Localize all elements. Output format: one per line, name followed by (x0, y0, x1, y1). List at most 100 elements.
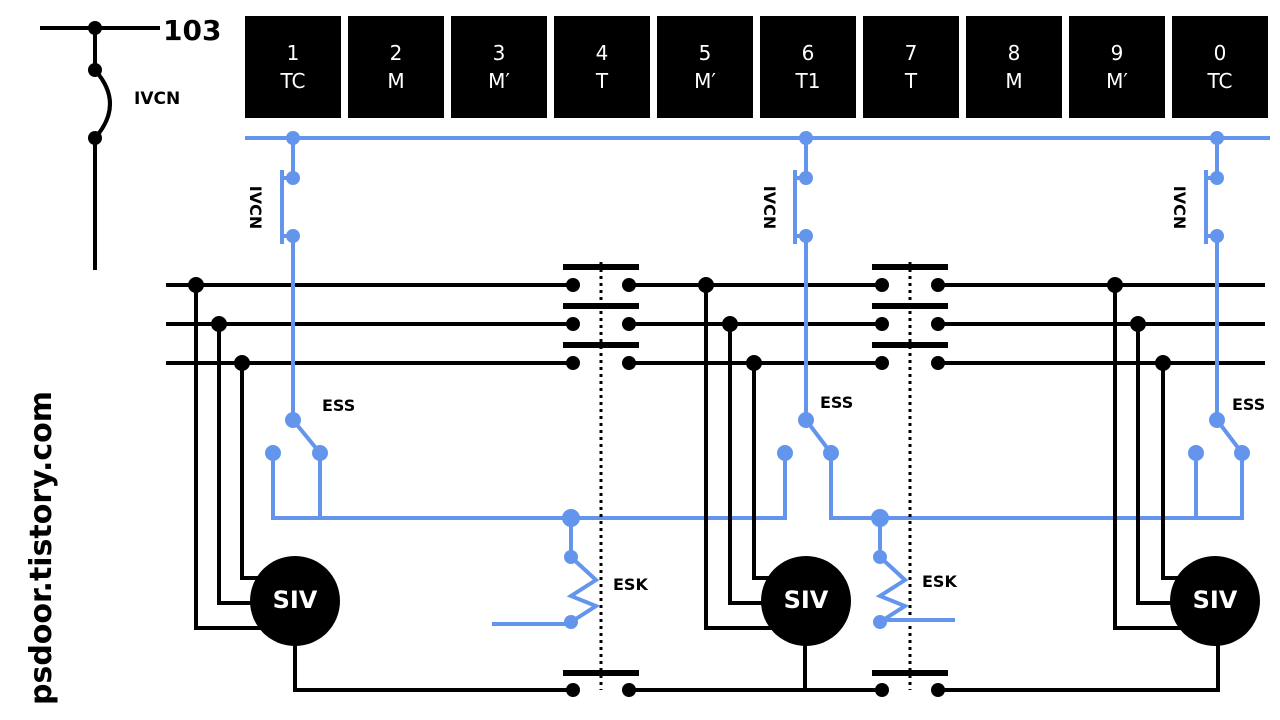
esk-coil (875, 555, 910, 624)
siv-circle (1170, 556, 1260, 646)
ivcn-node (286, 131, 300, 145)
car-coupler (492, 262, 639, 697)
car-type: M′ (488, 69, 510, 93)
bus-tap-node (746, 355, 762, 371)
power-buses (166, 283, 1265, 365)
coupler-contact (566, 356, 580, 370)
car-number: 8 (1007, 41, 1021, 65)
coupler-contact (622, 356, 636, 370)
coupler-contact (931, 317, 945, 331)
main-ivcn-label: IVCN (134, 89, 181, 109)
siv-circle (761, 556, 851, 646)
car-type: TC (280, 69, 306, 93)
bus-tap-node (234, 355, 250, 371)
car-number: 6 (801, 41, 815, 65)
ess-contact (777, 445, 793, 461)
car-type: T (595, 69, 609, 93)
car-type: T (904, 69, 918, 93)
bus-tap-node (698, 277, 714, 293)
coupler-contact (875, 278, 889, 292)
bus-tap-node (1155, 355, 1171, 371)
main-ivcn-switch (40, 26, 160, 270)
siv-unit (1107, 131, 1260, 646)
main-switch-node (88, 21, 102, 35)
esk-coil (566, 555, 601, 624)
watermark-text: psdoor.tistory.com (24, 390, 59, 705)
main-switch-contact (88, 131, 102, 145)
coupler-contact (931, 356, 945, 370)
esk-label: ESK (922, 572, 957, 591)
siv-unit (188, 131, 340, 646)
bus-tap-node (1107, 277, 1123, 293)
ess-contact (312, 445, 328, 461)
car-type: M (387, 69, 405, 93)
ivcn-node (1210, 229, 1224, 243)
bus-tap-node (211, 316, 227, 332)
ivcn-node (286, 229, 300, 243)
coupler-contact (622, 317, 636, 331)
coupler-contact (875, 317, 889, 331)
coupler-contact (566, 317, 580, 331)
bus-tap-node (1130, 316, 1146, 332)
siv-circle (250, 556, 340, 646)
ivcn-node (1210, 131, 1224, 145)
car-type: TC (1207, 69, 1233, 93)
car-number: 1 (286, 41, 300, 65)
car-number: 5 (698, 41, 712, 65)
ess-contact (265, 445, 281, 461)
line-number-label: 103 (163, 14, 222, 47)
coupler-contact (931, 278, 945, 292)
ess-contact (1188, 445, 1204, 461)
ess-contact (1209, 412, 1225, 428)
ivcn-node (799, 131, 813, 145)
car-number: 9 (1110, 41, 1124, 65)
ess-contact (1234, 445, 1250, 461)
coupler-contact (875, 683, 889, 697)
car-type: T1 (795, 69, 821, 93)
ess-contact (285, 412, 301, 428)
unit-ivcn-label: IVCN (760, 185, 780, 230)
bus-tap-node (722, 316, 738, 332)
main-switch-contact (88, 63, 102, 77)
ess-label: ESS (820, 393, 854, 412)
car-type: M (1005, 69, 1023, 93)
car-coupler (871, 262, 955, 697)
ess-contact (823, 445, 839, 461)
car-number: 4 (595, 41, 609, 65)
siv-label: SIV (272, 586, 318, 614)
car-type: M′ (1106, 69, 1128, 93)
car-number: 2 (389, 41, 403, 65)
car-number: 7 (904, 41, 918, 65)
ivcn-node (799, 229, 813, 243)
ess-interconnect (271, 453, 1244, 520)
ivcn-node (1210, 171, 1224, 185)
siv-label: SIV (1192, 586, 1238, 614)
ess-label: ESS (1232, 395, 1266, 414)
siv-unit (698, 131, 851, 646)
ivcn-node (286, 171, 300, 185)
ivcn-node (799, 171, 813, 185)
unit-ivcn-label: IVCN (1170, 185, 1190, 230)
coupler-contact (622, 683, 636, 697)
return-line (293, 640, 1220, 692)
bus-tap-node (188, 277, 204, 293)
ess-label: ESS (322, 396, 356, 415)
coupler-contact (566, 278, 580, 292)
car-number: 3 (492, 41, 506, 65)
coupler-contact (622, 278, 636, 292)
coupler-contact (875, 356, 889, 370)
ess-contact (798, 412, 814, 428)
car-type: M′ (694, 69, 716, 93)
siv-label: SIV (783, 586, 829, 614)
